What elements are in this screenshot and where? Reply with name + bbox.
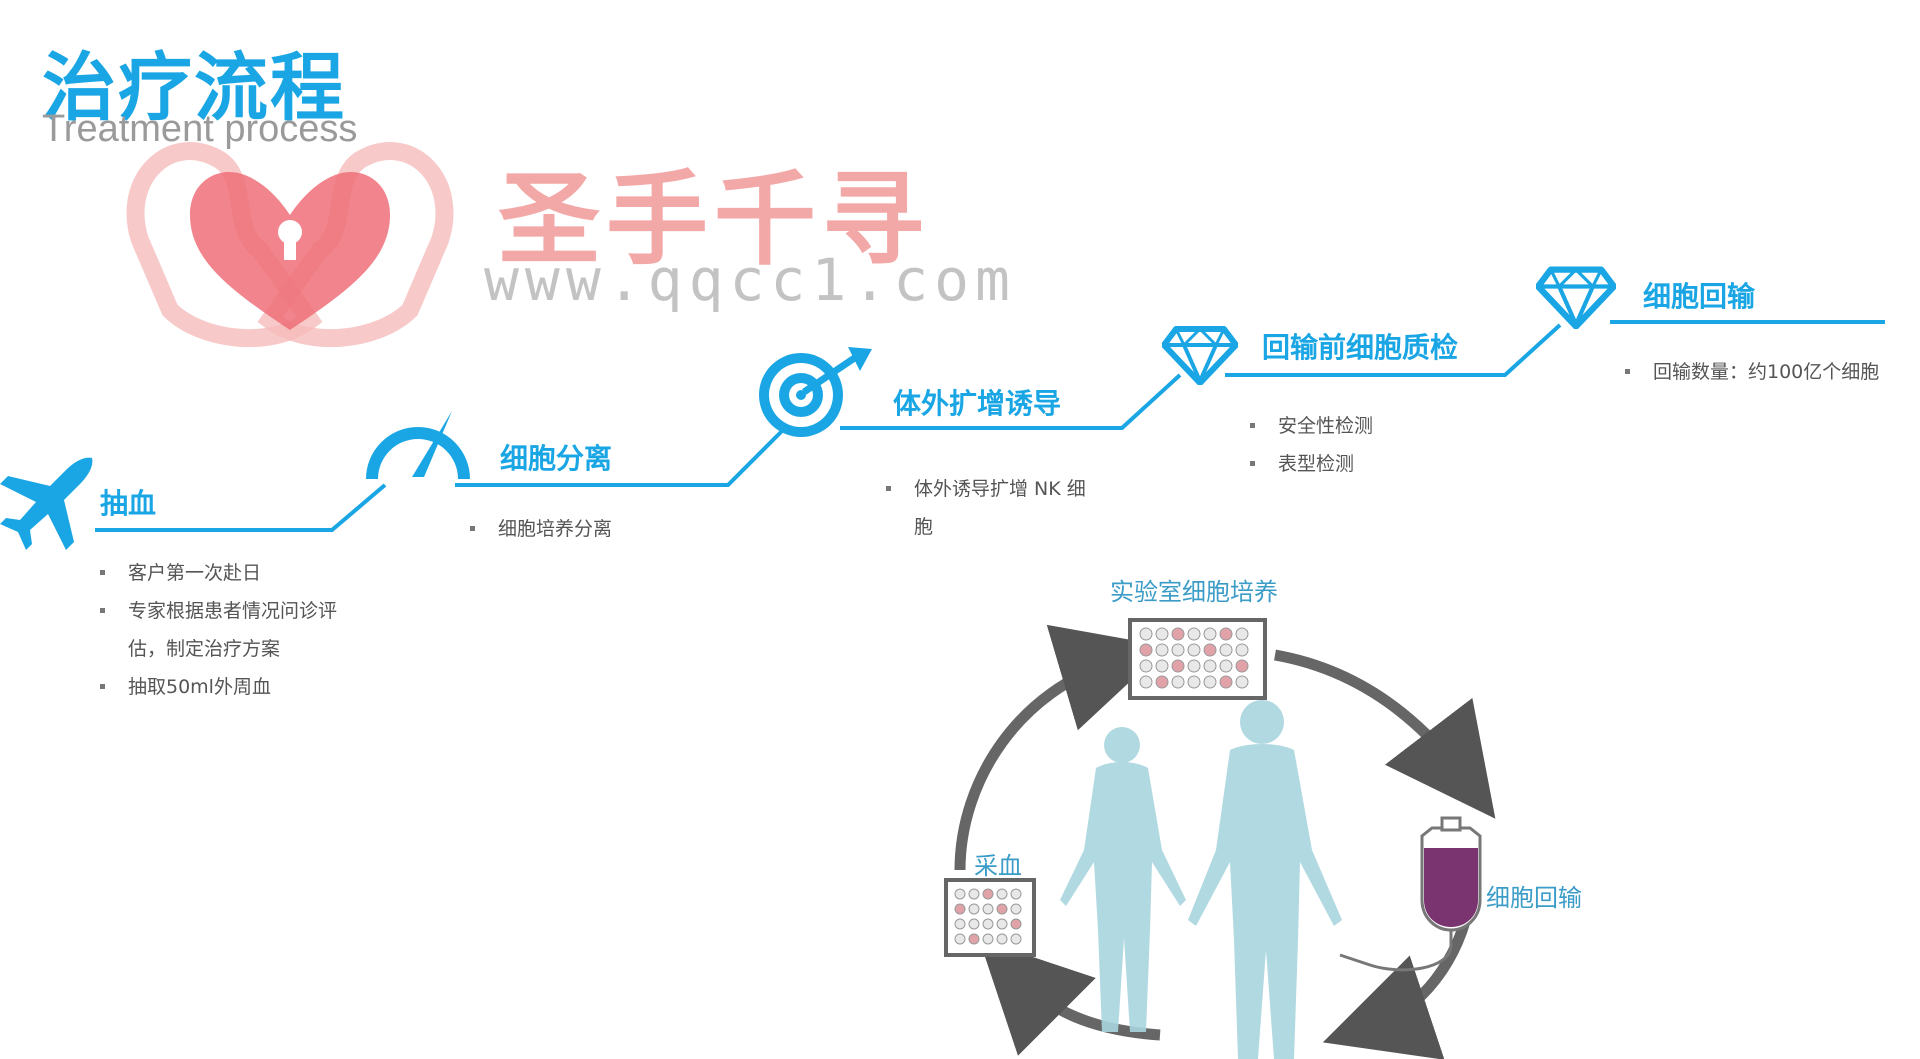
list-item: 客户第一次赴日 [100,554,345,592]
step-bullets-cell-separation: 细胞培养分离 [470,510,730,548]
list-item: 抽取50ml外周血 [100,668,345,706]
speedometer-icon [366,411,470,480]
step-label-cell-separation: 细胞分离 [500,442,613,475]
diamond-icon [1536,266,1616,329]
cycle-label-blood-collection: 采血 [974,852,1022,880]
airplane-icon [0,457,93,550]
step-label-draw-blood: 抽血 [100,487,157,520]
step-label-quality-check: 回输前细胞质检 [1262,331,1459,364]
list-item: 安全性检测 [1250,407,1490,445]
heart-hands-logo [126,142,454,348]
list-item: 专家根据患者情况问诊评估，制定治疗方案 [100,592,345,668]
treatment-cycle-diagram [944,618,1496,1059]
iv-bag-icon [1339,816,1482,972]
watermark-url: www.qqcc1.com [484,246,1016,314]
diamond-icon [1162,326,1238,385]
step-bullets-quality-check: 安全性检测 表型检测 [1250,407,1490,483]
well-plate-lab [1128,618,1267,700]
step-label-reinfusion: 细胞回输 [1643,280,1756,313]
watermark-brand: 圣手千寻 [498,161,930,280]
cycle-label-lab-culture: 实验室细胞培养 [1110,578,1278,606]
step-bullets-reinfusion: 回输数量：约100亿个细胞 [1625,353,1915,391]
step-bullets-expansion: 体外诱导扩增 NK 细胞 [886,470,1086,546]
page-title: 治疗流程 [42,45,346,131]
human-figures [1060,700,1342,1059]
target-icon [759,347,872,437]
list-item: 细胞培养分离 [470,510,730,548]
list-item: 回输数量：约100亿个细胞 [1625,353,1915,391]
well-plate-blood [944,878,1036,957]
step-label-expansion: 体外扩增诱导 [893,387,1062,420]
list-item: 表型检测 [1250,445,1490,483]
cycle-label-reinfusion: 细胞回输 [1486,884,1582,912]
step-bullets-draw-blood: 客户第一次赴日 专家根据患者情况问诊评估，制定治疗方案 抽取50ml外周血 [100,554,345,706]
list-item: 体外诱导扩增 NK 细胞 [886,470,1086,546]
